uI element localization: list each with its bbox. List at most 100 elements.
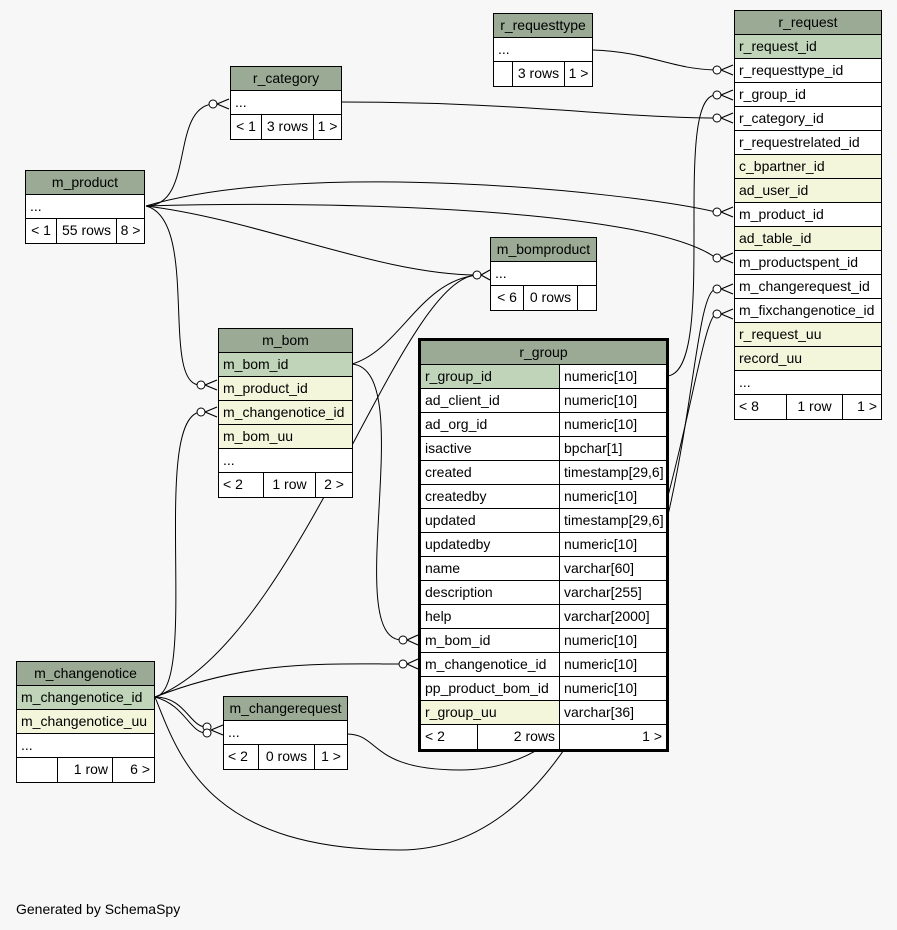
row-count: 55 rows — [56, 219, 116, 243]
column-name: help — [425, 608, 452, 624]
column-m_bom_id: m_bom_id — [223, 356, 289, 372]
row-count: 3 rows — [261, 115, 313, 139]
row-count: 3 rows — [512, 62, 564, 86]
parent-count: < 2 — [228, 748, 248, 764]
row-count: 0 rows — [523, 286, 577, 310]
column-type: numeric[10] — [559, 389, 666, 412]
column-m_product_id: m_product_id — [739, 206, 824, 222]
parent-count: < 8 — [739, 398, 759, 414]
column-ellipsis: ... — [498, 41, 510, 57]
table-title: r_request — [735, 11, 881, 35]
column-type: numeric[10] — [559, 629, 666, 652]
column-ad_table_id: ad_table_id — [739, 230, 812, 246]
child-count: 8 > — [116, 219, 144, 243]
parent-count: < 1 — [236, 118, 256, 134]
column-m_productspent_id: m_productspent_id — [739, 254, 859, 270]
table-m_changenotice[interactable]: m_changenotice m_changenotice_id m_chang… — [16, 661, 155, 783]
column-type: numeric[10] — [559, 485, 666, 508]
generated-by-credit: Generated by SchemaSpy — [16, 901, 181, 917]
child-count: 1 > — [564, 62, 592, 86]
edge-product-request-spent — [145, 203, 717, 259]
column-m_changenotice_id: m_changenotice_id — [21, 689, 143, 705]
child-count: 1 > — [314, 745, 347, 769]
column-type: bpchar[1] — [559, 437, 666, 460]
column-name: ad_org_id — [425, 416, 488, 432]
column-name: updatedby — [425, 536, 491, 552]
column-r_request_id: r_request_id — [739, 38, 817, 54]
column-type: varchar[255] — [559, 581, 666, 604]
edge-changenotice-request-fix — [154, 313, 717, 851]
table-title: m_product — [26, 171, 144, 195]
row-count: 1 row — [786, 395, 842, 419]
column-type: numeric[10] — [559, 533, 666, 556]
column-r_category_id: r_category_id — [739, 110, 824, 126]
edge-group-request — [665, 94, 717, 377]
column-record_uu: record_uu — [739, 350, 803, 366]
parent-count: < 6 — [497, 289, 517, 305]
column-type: varchar[60] — [559, 557, 666, 580]
edge-changenotice-group — [154, 663, 403, 698]
table-title: m_bom — [219, 329, 352, 353]
child-count: 2 > — [315, 473, 352, 497]
column-type: timestamp[29,6] — [559, 509, 666, 532]
table-r_request[interactable]: r_request r_request_id r_requesttype_id … — [734, 10, 882, 420]
edge-product-request-product — [145, 181, 717, 213]
edge-product-category — [145, 103, 213, 207]
edge-requesttype-request — [592, 49, 717, 71]
column-r_requesttype_id: r_requesttype_id — [739, 62, 844, 78]
column-r_request_uu: r_request_uu — [739, 326, 822, 342]
edge-product-bom — [145, 205, 201, 386]
child-count — [577, 286, 596, 310]
column-type: numeric[10] — [559, 413, 666, 436]
child-count: 1 > — [559, 725, 666, 749]
table-m_bomproduct[interactable]: m_bomproduct ... < 6 0 rows — [490, 237, 597, 311]
edge-category-request — [340, 101, 717, 119]
column-ellipsis: ... — [235, 94, 247, 110]
column-r_requestrelated_id: r_requestrelated_id — [739, 134, 860, 150]
child-count: 1 > — [842, 395, 881, 419]
table-m_changerequest[interactable]: m_changerequest ... < 2 0 rows 1 > — [223, 696, 348, 770]
edge-changenotice-changerequest-2 — [154, 696, 207, 734]
row-count: 2 rows — [477, 725, 559, 749]
parent-count: < 2 — [223, 476, 243, 492]
edge-bom-bomproduct — [351, 274, 479, 365]
row-count: 0 rows — [258, 745, 314, 769]
table-r_category[interactable]: r_category ... < 1 3 rows 1 > — [230, 66, 342, 140]
table-title: r_group — [421, 341, 666, 365]
edge-product-bomproduct — [145, 205, 479, 276]
column-r_group_id: r_group_id — [739, 86, 806, 102]
column-ellipsis: ... — [30, 198, 42, 214]
column-m_product_id: m_product_id — [223, 380, 308, 396]
table-m_product[interactable]: m_product ... < 1 55 rows 8 > — [25, 170, 145, 244]
column-name: name — [425, 560, 461, 576]
column-m_fixchangenotice_id: m_fixchangenotice_id — [739, 302, 875, 318]
table-r_requesttype[interactable]: r_requesttype ... 3 rows 1 > — [493, 13, 593, 87]
column-c_bpartner_id: c_bpartner_id — [739, 158, 825, 174]
table-title: r_requesttype — [494, 14, 592, 38]
column-ellipsis: ... — [228, 724, 240, 740]
column-name: updated — [425, 512, 476, 528]
column-name: m_changenotice_id — [425, 656, 547, 672]
column-type: timestamp[29,6] — [559, 461, 666, 484]
column-ellipsis: ... — [21, 737, 33, 753]
parent-count — [17, 758, 57, 782]
column-ellipsis: ... — [223, 452, 235, 468]
column-type: numeric[10] — [559, 653, 666, 676]
table-title: m_bomproduct — [491, 238, 596, 262]
column-type: numeric[10] — [559, 365, 666, 388]
table-title: m_changenotice — [17, 662, 154, 686]
column-name: created — [425, 464, 472, 480]
parent-count — [494, 62, 512, 86]
column-m_changerequest_id: m_changerequest_id — [739, 278, 870, 294]
table-title: r_category — [231, 67, 341, 91]
column-type: varchar[2000] — [559, 605, 666, 628]
edge-bom-group — [351, 363, 403, 641]
column-ellipsis: ... — [739, 374, 751, 390]
column-type: numeric[10] — [559, 677, 666, 700]
column-name: r_group_uu — [421, 701, 559, 724]
child-count: 1 > — [313, 115, 341, 139]
column-type: varchar[36] — [559, 701, 666, 724]
table-m_bom[interactable]: m_bom m_bom_id m_product_id m_changenoti… — [218, 328, 353, 498]
row-count: 1 row — [57, 758, 112, 782]
